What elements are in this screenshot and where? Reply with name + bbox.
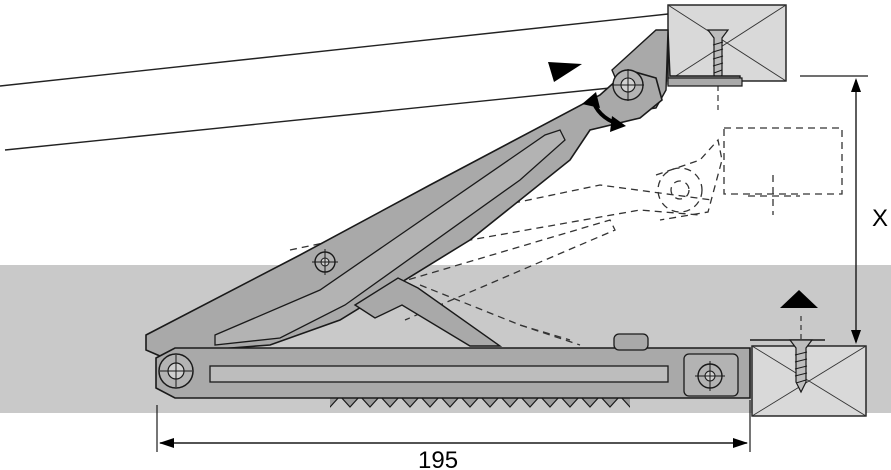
width-dimension-label: 195 — [418, 447, 458, 470]
screw-icon — [788, 339, 814, 394]
lid-bottom-edge — [4, 87, 611, 151]
pivot-pin-icon — [695, 361, 725, 391]
base-rail — [155, 333, 825, 408]
triangle-arrow-icon — [548, 62, 582, 82]
width-dimension — [156, 400, 751, 452]
lid-top-edge — [0, 13, 669, 87]
scissor-link — [353, 277, 503, 347]
upper-wood-block — [667, 4, 787, 110]
main-arm-slot — [214, 129, 566, 346]
rotation-arrow-icon — [582, 92, 626, 132]
pivot-pin-icon — [612, 69, 644, 101]
upper-bracket-plate — [667, 77, 743, 87]
height-dimension — [800, 75, 868, 344]
pivot-pin-icon — [158, 353, 194, 389]
ghost-position-outline — [289, 127, 843, 346]
pivot-pin-icon — [312, 249, 338, 275]
triangle-arrow-icon — [780, 290, 818, 308]
lower-wood-block — [751, 316, 867, 417]
height-dimension-label: X — [872, 205, 888, 232]
